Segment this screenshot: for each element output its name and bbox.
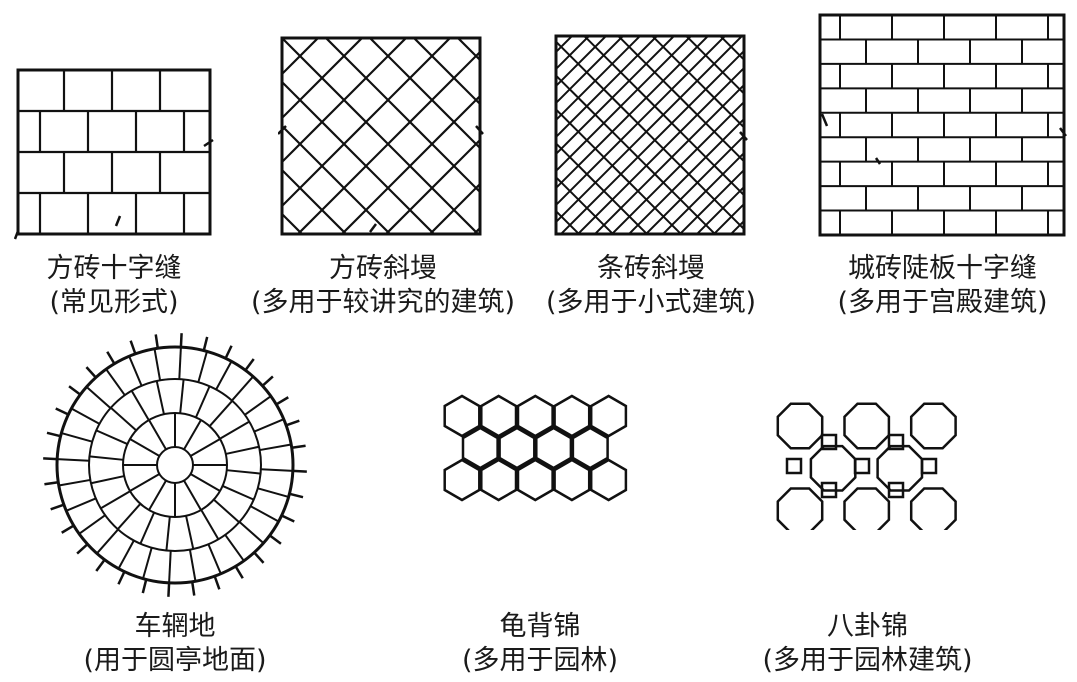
strip-brick-diagonal-drawing	[554, 34, 748, 236]
caption-turtle-shell: 龟背锦 (多用于园林)	[440, 610, 640, 678]
pattern-note: (多用于较讲究的建筑)	[250, 287, 516, 318]
city-brick-cross-joint-drawing	[818, 13, 1067, 237]
pattern-name: 龟背锦	[499, 611, 581, 642]
pattern-square-brick-cross-joint	[14, 66, 214, 241]
caption-strip-brick-diagonal: 条砖斜墁 (多用于小式建筑)	[535, 252, 767, 320]
caption-cart-wheel: 车辋地 (用于圆亭地面)	[50, 610, 300, 678]
pattern-strip-brick-diagonal	[552, 32, 748, 240]
pattern-octagon	[772, 400, 962, 530]
turtle-shell-drawing	[443, 394, 628, 502]
pattern-note: (多用于宫殿建筑)	[837, 287, 1048, 318]
pattern-note: (常见形式)	[49, 287, 179, 318]
pattern-note: (多用于园林建筑)	[762, 645, 973, 676]
pattern-name: 方砖十字缝	[46, 253, 182, 284]
caption-city-brick-cross-joint: 城砖陡板十字缝 (多用于宫殿建筑)	[820, 252, 1065, 320]
pattern-name: 城砖陡板十字缝	[848, 253, 1037, 284]
pattern-name: 条砖斜墁	[597, 253, 705, 284]
pattern-square-brick-diagonal	[278, 34, 488, 240]
square-brick-diagonal-drawing	[278, 36, 484, 236]
pattern-note: (多用于园林)	[461, 645, 619, 676]
pattern-note: (用于圆亭地面)	[83, 645, 267, 676]
caption-square-brick-cross-joint: 方砖十字缝 (常见形式)	[14, 252, 214, 320]
pattern-name: 八卦锦	[827, 611, 908, 642]
pattern-name: 方砖斜墁	[329, 253, 437, 284]
pattern-note: (多用于小式建筑)	[545, 287, 757, 318]
square-brick-cross-joint-drawing	[14, 68, 214, 240]
pattern-city-brick-cross-joint	[814, 10, 1070, 240]
caption-square-brick-diagonal: 方砖斜墁 (多用于较讲究的建筑)	[228, 252, 538, 320]
caption-octagon: 八卦锦 (多用于园林建筑)	[745, 610, 990, 678]
pattern-turtle-shell	[440, 392, 640, 532]
cart-wheel-drawing	[43, 333, 307, 597]
octagon-drawing	[776, 402, 957, 530]
pattern-name: 车辋地	[134, 611, 216, 642]
pattern-cart-wheel	[40, 330, 310, 600]
